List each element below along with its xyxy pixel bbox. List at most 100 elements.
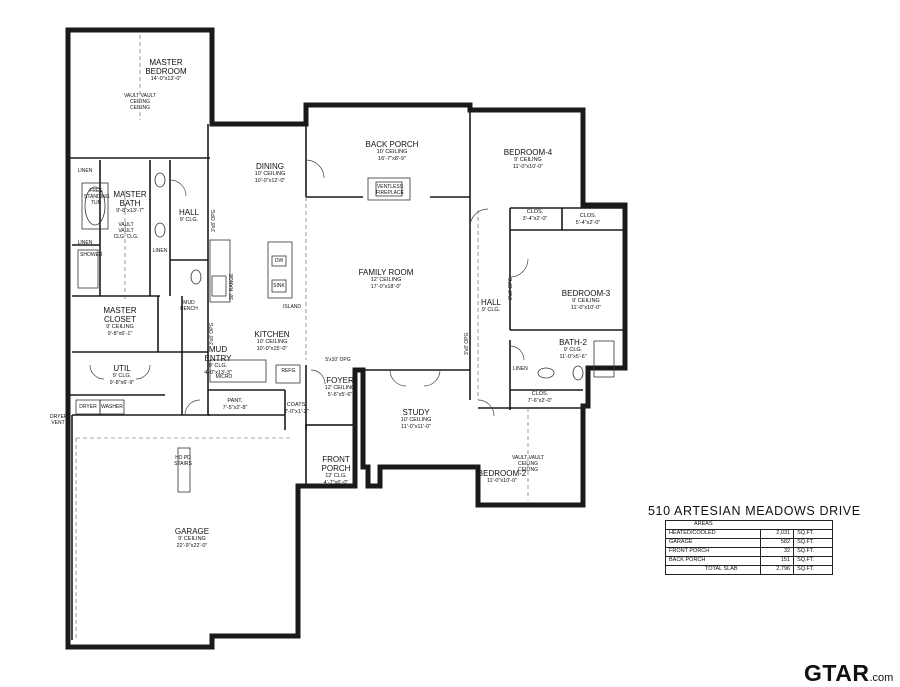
room-ceiling: 12' CLG. bbox=[325, 473, 347, 479]
room-name: DINING bbox=[256, 162, 284, 171]
mud-entry-label: MUD ENTRY 9' CLG. 4'-0"x13'-3" bbox=[196, 345, 240, 376]
room-dims: 5'-6"x5'-6" bbox=[327, 391, 353, 398]
room-dims: 11'-0"x5'-6" bbox=[559, 353, 587, 360]
util-label: UTIL 9' CLG. 9'-8"x6'-9" bbox=[100, 364, 144, 386]
room-dims: 7'-6"x2'-0" bbox=[527, 397, 553, 404]
area-value: 32 bbox=[759, 547, 795, 557]
room-ceiling: 10' CEILING bbox=[376, 149, 408, 155]
coats-label: COATS 2'-0"x1'-2" bbox=[284, 402, 309, 415]
area-value: 151 bbox=[759, 556, 795, 566]
mud-bench-label: MUD BENCH bbox=[180, 300, 198, 312]
bedroom-4-label: BEDROOM-4 9' CEILING 11'-0"x10'-0" bbox=[498, 148, 558, 170]
total-label: TOTAL SLAB bbox=[665, 565, 761, 575]
room-name: UTIL bbox=[113, 364, 131, 373]
room-ceiling: 10' CEILING bbox=[254, 171, 286, 177]
room-name: FOYER bbox=[326, 376, 354, 385]
room-dims: 7'-5"x2'-8" bbox=[222, 404, 248, 411]
opening-label: 5'x10' OPG bbox=[325, 357, 351, 363]
door-swings bbox=[89, 159, 529, 417]
room-name: MASTER BEDROOM bbox=[145, 58, 187, 76]
room-name: BEDROOM-3 bbox=[561, 289, 611, 298]
room-note: VAULT VAULT CLG. CLG. bbox=[113, 222, 139, 240]
area-unit: SQ.FT. bbox=[793, 529, 833, 539]
room-ceiling: 9' CLG. bbox=[563, 347, 583, 353]
room-dims: 9'-8"x13'-7" bbox=[116, 208, 144, 214]
room-dims: 3'-4"x2'-0" bbox=[522, 215, 548, 222]
room-name: BEDROOM-4 bbox=[503, 148, 553, 157]
island-label: ISLAND bbox=[282, 304, 302, 310]
room-dims: 14'-0"x13'-0" bbox=[150, 76, 182, 82]
opening-label: 3'x8' OPG bbox=[209, 322, 215, 345]
room-name: CLOS. bbox=[531, 391, 549, 397]
linen-label: LINEN bbox=[77, 168, 93, 174]
room-name: MASTER BATH bbox=[113, 190, 147, 208]
room-ceiling: 10' CEILING bbox=[400, 417, 432, 423]
room-dims: 10'-0"x12'-0" bbox=[254, 177, 286, 184]
room-ceiling: 12' CEILING bbox=[370, 277, 402, 283]
range-label: 30" RANGE bbox=[229, 273, 235, 300]
room-ceiling: 9' CEILING bbox=[106, 324, 134, 330]
room-name: HALL bbox=[480, 298, 501, 307]
bedroom-3-label: BEDROOM-3 9' CEILING 11'-0"x10'-0" bbox=[556, 289, 616, 311]
fireplace-label: VENTLESS FIREPLACE bbox=[376, 184, 404, 196]
study-label: STUDY 10' CEILING 11'-0"x11'-0" bbox=[386, 408, 446, 430]
dryer-vent-label: DRYER VENT bbox=[50, 414, 68, 426]
master-bath-label: MASTER BATH 9'-8"x13'-7" bbox=[110, 190, 150, 215]
room-ceiling: 9' CLG. bbox=[481, 307, 501, 313]
area-label: BACK PORCH bbox=[665, 556, 761, 566]
bedroom-2-label: BEDROOM-2 11'-0"x10'-0" bbox=[472, 469, 532, 485]
area-unit: SQ.FT. bbox=[793, 547, 833, 557]
opening-label: 3'x8' OPG bbox=[508, 277, 514, 300]
room-name: CLOS. bbox=[526, 209, 544, 215]
stairs-label: HD PD STAIRS bbox=[174, 455, 192, 467]
master-bedroom-label: MASTER BEDROOM 14'-0"x13'-0" bbox=[134, 58, 198, 83]
room-dims: 2'-0"x1'-2" bbox=[284, 408, 309, 415]
refg-label: REFG. bbox=[281, 368, 297, 374]
back-porch-label: BACK PORCH 10' CEILING 16'-7"x8'-9" bbox=[362, 140, 422, 162]
washer-label: WASHER bbox=[101, 404, 123, 410]
dw-label: DW bbox=[274, 258, 284, 264]
hall-1-label: HALL 9' CLG. bbox=[173, 208, 205, 224]
room-ceiling: 9' CEILING bbox=[178, 536, 206, 542]
table-row-total: TOTAL SLAB 2,796 SQ.FT. bbox=[665, 565, 833, 575]
room-name: CLOS. bbox=[579, 213, 597, 219]
room-name: BATH-2 bbox=[559, 338, 587, 347]
room-name: FAMILY ROOM bbox=[358, 268, 414, 277]
fixtures bbox=[75, 172, 615, 493]
room-name: BEDROOM-2 bbox=[477, 469, 527, 478]
room-name: STUDY bbox=[402, 408, 430, 417]
dining-label: DINING 10' CEILING 10'-0"x12'-0" bbox=[240, 162, 300, 184]
room-name: KITCHEN bbox=[254, 330, 290, 339]
front-porch-label: FRONT PORCH 12' CLG. 4'-7"x6'-0" bbox=[316, 455, 356, 486]
opening-label: 3'x8' OPG bbox=[211, 209, 217, 232]
table-row: GARAGE 582 SQ.FT. bbox=[665, 538, 833, 548]
area-label: FRONT PORCH bbox=[665, 547, 761, 557]
room-ceiling: 9' CEILING bbox=[514, 157, 542, 163]
linen-label: LINEN bbox=[152, 248, 168, 254]
gtar-logo: GTAR.com bbox=[804, 660, 893, 687]
area-table: AREAS HEATED/COOLED 2,031 SQ.FT. GARAGE … bbox=[665, 520, 833, 575]
clos-3-label: CLOS. 7'-6"x2'-0" bbox=[520, 391, 560, 404]
room-dims: 11'-0"x10'-0" bbox=[486, 478, 518, 484]
room-dims: 11'-0"x11'-0" bbox=[401, 423, 431, 430]
master-closet-label: MASTER CLOSET 9' CEILING 9'-8"x6'-1" bbox=[94, 306, 146, 337]
area-label: GARAGE bbox=[665, 538, 761, 548]
room-dims: 10'-0"x15'-0" bbox=[256, 345, 288, 352]
foyer-label: FOYER 12' CEILING 5'-6"x5'-6" bbox=[320, 376, 360, 398]
area-value: 582 bbox=[759, 538, 795, 548]
garage-label: GARAGE 9' CEILING 22'-9"x22'-0" bbox=[160, 527, 224, 549]
sink-label: SINK bbox=[273, 283, 285, 289]
room-note: VAULT VAULT CEILING CEILING bbox=[123, 93, 157, 111]
room-ceiling: 9' CEILING bbox=[572, 298, 600, 304]
interior-walls bbox=[70, 110, 625, 640]
area-label: HEATED/COOLED bbox=[665, 529, 761, 539]
room-name: COATS bbox=[286, 402, 306, 408]
room-name: BACK PORCH bbox=[365, 140, 419, 149]
opening-label: 3'x8' OPG bbox=[464, 332, 470, 355]
room-ceiling: 9' CLG. bbox=[208, 363, 228, 369]
family-room-label: FAMILY ROOM 12' CEILING 17'-0"x18'-0" bbox=[356, 268, 416, 290]
room-dims: 16'-7"x8'-9" bbox=[378, 155, 406, 162]
pantry-label: PANT. 7'-5"x2'-8" bbox=[216, 398, 254, 411]
linen-label: LINEN bbox=[77, 240, 93, 246]
